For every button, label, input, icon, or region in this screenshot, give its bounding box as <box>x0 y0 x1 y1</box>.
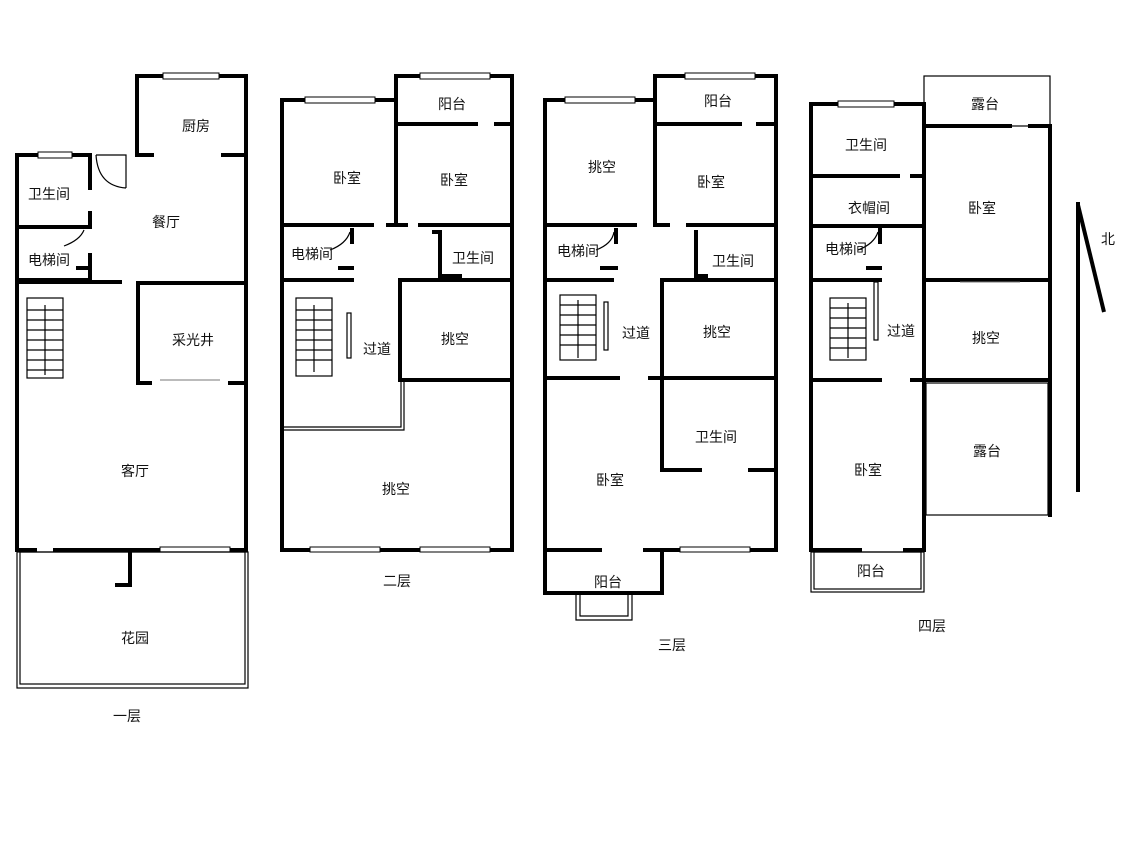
f3-bedroom-a-label: 卧室 <box>697 174 725 191</box>
f2-corridor-label: 过道 <box>363 342 391 358</box>
f2-bedroom-a-label: 卧室 <box>333 170 361 187</box>
f4-void-label: 挑空 <box>972 331 1000 347</box>
f3-bath-a-label: 卫生间 <box>712 254 754 270</box>
f4-floor-label: 四层 <box>918 619 946 635</box>
f2-bath-label: 卫生间 <box>452 251 494 267</box>
floor-4-plan: 露台 卫生间 衣帽间 卧室 电梯间 过道 挑空 露台 卧室 阳台 四层 <box>809 75 1052 635</box>
f3-elevator-label: 电梯间 <box>557 244 599 260</box>
north-label: 北 <box>1101 232 1115 248</box>
f2-floor-label: 二层 <box>383 574 411 590</box>
f3-void-a-label: 挑空 <box>588 160 616 176</box>
f4-closet-label: 衣帽间 <box>848 201 890 217</box>
f1-floor-label: 一层 <box>113 709 141 725</box>
f3-bedroom-b-label: 卧室 <box>596 472 624 489</box>
f2-void-small-label: 挑空 <box>441 332 469 348</box>
f3-floor-label: 三层 <box>658 638 686 654</box>
f1-elevator-label: 电梯间 <box>28 253 70 269</box>
f1-kitchen-label: 厨房 <box>182 119 210 135</box>
f4-bedroom-a-label: 卧室 <box>968 200 996 217</box>
f3-balcony-top-label: 阳台 <box>704 94 732 110</box>
floor-2-plan: 阳台 卧室 卧室 电梯间 卫生间 过道 挑空 挑空 二层 <box>280 72 514 590</box>
f4-terrace-top-label: 露台 <box>971 97 999 113</box>
f4-terrace-mid-label: 露台 <box>973 444 1001 460</box>
f2-bedroom-b-label: 卧室 <box>440 172 468 189</box>
f2-balcony-label: 阳台 <box>438 97 466 113</box>
f1-garden-label: 花园 <box>121 631 149 647</box>
floor-3-plan: 阳台 挑空 卧室 电梯间 卫生间 过道 挑空 卫生间 卧室 阳台 三层 <box>543 72 778 654</box>
f4-balcony-label: 阳台 <box>857 564 885 580</box>
f2-elevator-label: 电梯间 <box>291 247 333 263</box>
f4-bath-label: 卫生间 <box>845 138 887 154</box>
f3-balcony-bottom-label: 阳台 <box>594 575 622 591</box>
f2-void-large-label: 挑空 <box>382 482 410 498</box>
f1-lightwell-label: 采光井 <box>172 333 214 349</box>
north-compass: 北 <box>1076 202 1115 492</box>
f3-bath-b-label: 卫生间 <box>695 430 737 446</box>
f1-living-label: 客厅 <box>121 463 149 480</box>
f1-dining-label: 餐厅 <box>152 215 180 231</box>
f4-elevator-label: 电梯间 <box>825 242 867 258</box>
f1-bath-label: 卫生间 <box>28 187 70 203</box>
f3-corridor-label: 过道 <box>622 326 650 342</box>
floor-1-plan: 厨房 卫生间 餐厅 电梯间 采光井 客厅 花园 一层 <box>15 72 249 725</box>
f4-corridor-label: 过道 <box>887 324 915 340</box>
f3-void-b-label: 挑空 <box>703 325 731 341</box>
f4-bedroom-b-label: 卧室 <box>854 462 882 479</box>
